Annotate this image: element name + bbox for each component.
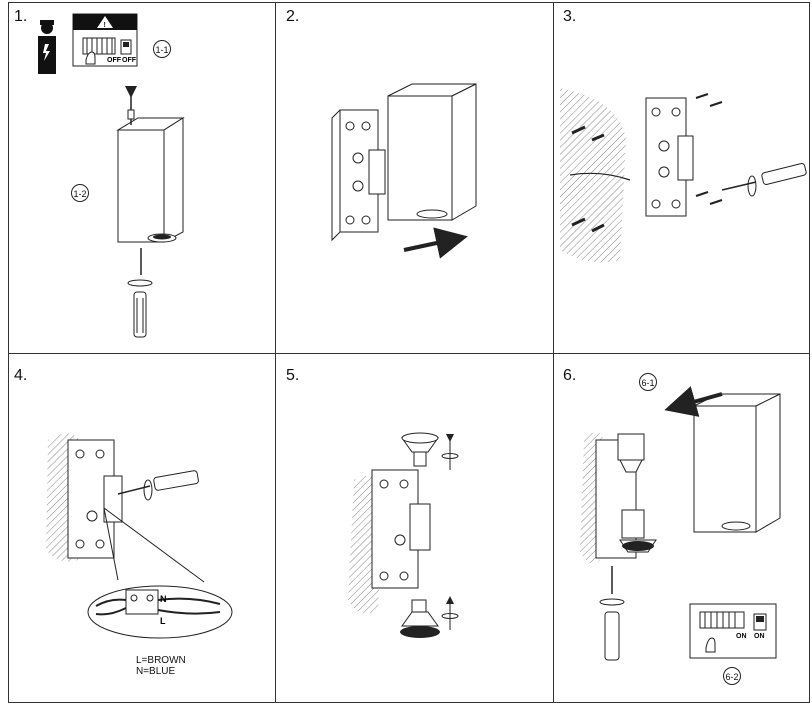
step-number-5: 5. bbox=[286, 367, 300, 384]
callout-6-1: 6-1 bbox=[639, 373, 657, 391]
wire-legend: L=BROWN N=BLUE bbox=[136, 655, 186, 677]
mounting-plate-step6 bbox=[595, 433, 657, 559]
cable-step3 bbox=[569, 172, 631, 181]
step-number-3: 3. bbox=[563, 8, 577, 25]
rotate-arrows-step5 bbox=[441, 434, 459, 630]
wall-hatch-step3 bbox=[560, 88, 626, 263]
screwdriver-icon bbox=[127, 248, 153, 338]
wall-plugs-icon bbox=[571, 125, 605, 233]
breaker-box-on bbox=[689, 603, 777, 659]
gu10-bulb-top-icon bbox=[401, 432, 439, 467]
mounting-plate-step3 bbox=[645, 97, 694, 217]
legend-blue: N=BLUE bbox=[136, 666, 176, 677]
lamp-housing-step1 bbox=[116, 117, 185, 243]
screws-icon bbox=[695, 93, 723, 205]
callout-1-1: 1-1 bbox=[153, 40, 171, 58]
off-label-2: OFF bbox=[122, 57, 137, 64]
step-number-4: 4. bbox=[14, 367, 28, 384]
panel-step-6 bbox=[553, 353, 810, 703]
mounting-plate-step4 bbox=[67, 439, 123, 559]
off-label-1: OFF bbox=[107, 57, 122, 64]
on-label-2: ON bbox=[754, 633, 765, 640]
legend-brown: L=BROWN bbox=[136, 655, 186, 666]
terminal-detail bbox=[87, 507, 233, 639]
screwdriver-icon-step3 bbox=[721, 162, 807, 197]
terminal-n-label: N bbox=[160, 594, 167, 604]
svg-text:!: ! bbox=[104, 22, 106, 29]
slide-arrow-step6 bbox=[664, 386, 723, 417]
lamp-housing-step2 bbox=[387, 83, 477, 221]
slide-arrow bbox=[403, 227, 468, 259]
callout-6-2: 6-2 bbox=[723, 667, 741, 685]
mounting-plate-step2 bbox=[331, 109, 386, 242]
step-number-1: 1. bbox=[14, 8, 28, 25]
step-number-6: 6. bbox=[563, 367, 577, 384]
screwdriver-icon-step6 bbox=[599, 566, 625, 661]
lamp-housing-step6 bbox=[693, 393, 781, 533]
callout-1-2: 1-2 bbox=[71, 184, 89, 202]
mounting-plate-step5 bbox=[371, 469, 431, 589]
breaker-box-off: ! bbox=[72, 13, 138, 67]
top-screw-icon bbox=[125, 86, 137, 125]
gu10-bulb-bottom-icon bbox=[400, 599, 440, 638]
step-number-2: 2. bbox=[286, 8, 300, 25]
terminal-l-label: L bbox=[160, 616, 166, 626]
electrician-figure bbox=[38, 20, 56, 74]
screwdriver-icon-step4 bbox=[117, 470, 199, 501]
on-label-1: ON bbox=[736, 633, 747, 640]
